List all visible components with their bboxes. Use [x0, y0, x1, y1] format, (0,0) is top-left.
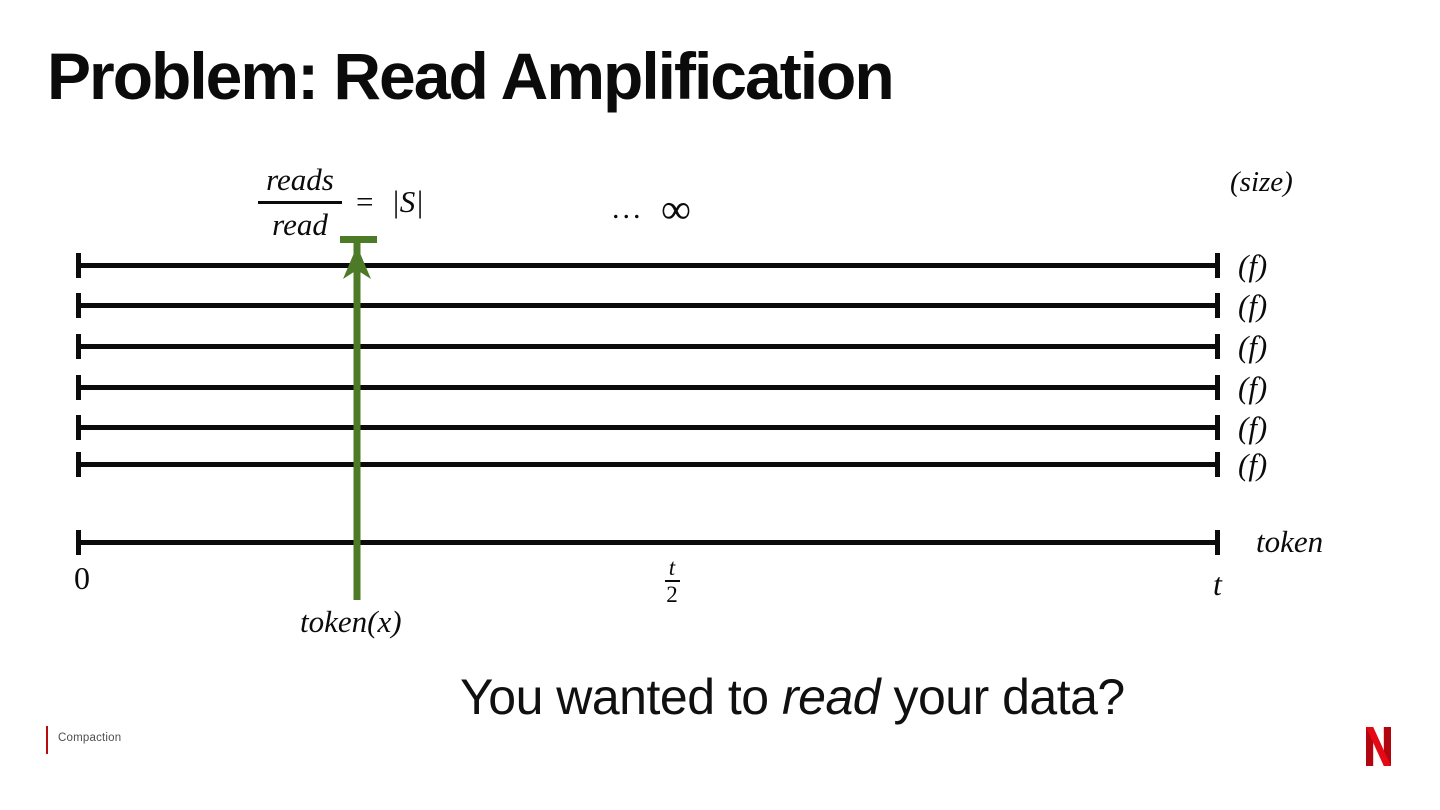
arrow-cap: [340, 236, 377, 243]
caption-suffix: your data?: [880, 669, 1125, 725]
sstable-size-label: (f): [1238, 370, 1268, 405]
sstable-line: [76, 452, 1220, 477]
token-x-label: token(x): [300, 604, 402, 639]
fraction-bar: [258, 201, 342, 204]
caption-prefix: You wanted to: [460, 669, 782, 725]
token-query-arrow: [340, 236, 377, 600]
axis-origin-label: 0: [74, 560, 90, 596]
axis-mid-numerator: t: [668, 555, 676, 580]
caption: You wanted to read your data?: [460, 668, 1125, 726]
arrow-shaft: [353, 243, 361, 600]
compaction-footer-label: Compaction: [58, 732, 122, 744]
size-label: (size): [1230, 166, 1293, 198]
infinity-symbol: ∞: [661, 187, 691, 233]
sstable-size-label: (f): [1238, 447, 1268, 482]
axis-end-label: t: [1213, 566, 1222, 602]
ellipsis-infinity: ... ∞: [612, 186, 691, 234]
footer-accent-bar: [46, 726, 48, 754]
sstable-size-label: (f): [1238, 248, 1268, 283]
sstable-line: [76, 293, 1220, 318]
sstable-size-label: (f): [1238, 329, 1268, 364]
arrow-head: [343, 246, 371, 279]
formula-denominator: read: [272, 207, 328, 242]
sstable-size-label: (f): [1238, 410, 1268, 445]
formula-numerator: reads: [266, 162, 334, 197]
axis-mid-fraction-bar: [664, 580, 680, 582]
axis-name-label: token: [1256, 524, 1324, 559]
sstable-size-label: (f): [1238, 288, 1268, 323]
sstable-line: [76, 253, 1220, 278]
sstable-line: [76, 375, 1220, 400]
axis-midpoint-fraction: t 2: [658, 556, 686, 607]
formula-result: = |S|: [356, 184, 424, 220]
sstable-line: [76, 334, 1220, 359]
page-title: Problem: Read Amplification: [47, 39, 895, 113]
set-cardinality: |S|: [391, 184, 424, 219]
caption-emphasis: read: [781, 669, 881, 725]
token-axis: [76, 530, 1220, 555]
axis-mid-denominator: 2: [666, 582, 678, 607]
netflix-logo: [1366, 727, 1391, 766]
equals-sign: =: [356, 184, 374, 219]
ellipsis-dots: ...: [612, 192, 644, 225]
sstable-line: [76, 415, 1220, 440]
reads-per-read-formula: reads read: [254, 160, 346, 245]
